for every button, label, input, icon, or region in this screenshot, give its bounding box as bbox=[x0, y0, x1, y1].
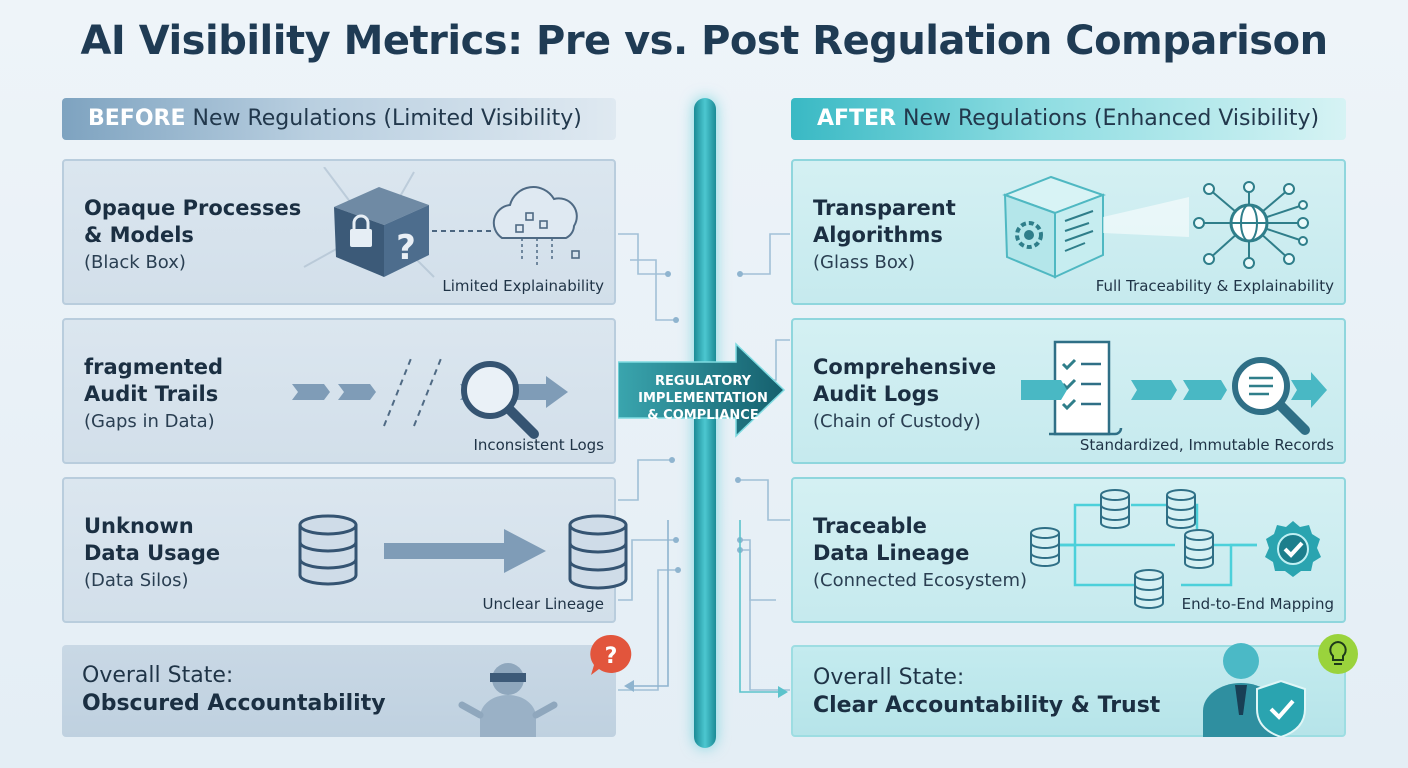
after-card-data-lineage: Traceable Data Lineage (Connected Ecosys… bbox=[791, 477, 1346, 623]
card-subtitle: (Gaps in Data) bbox=[84, 411, 215, 432]
card-title-line1: Comprehensive bbox=[813, 355, 997, 379]
card-title-line2: & Models bbox=[84, 223, 194, 247]
card-title-line1: Unknown bbox=[84, 514, 194, 538]
locked-question-cube-icon: ? bbox=[303, 167, 494, 278]
card-subtitle: (Black Box) bbox=[84, 252, 186, 273]
cloud-network-icon bbox=[492, 186, 580, 265]
card-title-line1: Traceable bbox=[813, 514, 927, 538]
card-title-line2: Audit Trails bbox=[84, 382, 219, 406]
card-subtitle: (Glass Box) bbox=[813, 252, 915, 273]
page-title: AI Visibility Metrics: Pre vs. Post Regu… bbox=[80, 18, 1328, 64]
database-icon bbox=[298, 514, 546, 586]
glass-cube-gear-icon bbox=[1002, 175, 1189, 279]
after-card-transparent-algorithms: Transparent Algorithms (Glass Box) Full … bbox=[791, 159, 1346, 305]
svg-text:?: ? bbox=[396, 228, 416, 268]
globe-network-icon bbox=[1193, 181, 1309, 269]
before-overall-state: Overall State: Obscured Accountability ? bbox=[62, 634, 632, 737]
blindfolded-person-icon bbox=[458, 663, 558, 737]
overall-value: Obscured Accountability bbox=[82, 691, 386, 716]
overall-label: Overall State: bbox=[813, 665, 965, 690]
verified-badge-icon bbox=[1265, 521, 1321, 577]
before-card-audit-trails: fragmented Audit Trails (Gaps in Data) I… bbox=[62, 318, 616, 464]
card-label: fragmented Audit Trails (Gaps in Data) bbox=[84, 354, 223, 435]
overall-label: Overall State: bbox=[82, 663, 234, 688]
card-subtitle: (Data Silos) bbox=[84, 570, 189, 591]
card-label: Traceable Data Lineage (Connected Ecosys… bbox=[813, 513, 1027, 594]
database-flow-icon bbox=[1030, 489, 1257, 609]
center-divider bbox=[694, 98, 716, 748]
regulatory-arrow bbox=[618, 342, 786, 438]
card-caption: Limited Explainability bbox=[442, 277, 604, 295]
question-bubble-icon: ? bbox=[590, 634, 632, 675]
before-header-strong: BEFORE bbox=[88, 106, 186, 131]
magnifier-icon bbox=[461, 361, 539, 439]
checklist-scroll-icon bbox=[1049, 340, 1123, 436]
arrow-line2: IMPLEMENTATION bbox=[638, 391, 768, 406]
database-icon bbox=[568, 514, 628, 590]
card-caption: Standardized, Immutable Records bbox=[1079, 436, 1334, 454]
arrow-line1: REGULATORY bbox=[654, 374, 752, 389]
before-header: BEFORE New Regulations (Limited Visibili… bbox=[62, 98, 616, 140]
after-overall-state: Overall State: Clear Accountability & Tr… bbox=[791, 634, 1358, 737]
before-card-data-usage: Unknown Data Usage (Data Silos) Unclear … bbox=[62, 477, 628, 623]
after-header-strong: AFTER bbox=[817, 106, 897, 131]
card-label: Unknown Data Usage (Data Silos) bbox=[84, 513, 220, 594]
card-title-line2: Data Usage bbox=[84, 541, 221, 565]
card-label: Opaque Processes & Models (Black Box) bbox=[84, 195, 301, 276]
after-header-text: New Regulations (Enhanced Visibility) bbox=[896, 106, 1320, 131]
card-title-line1: Transparent bbox=[813, 196, 956, 220]
card-title-line2: Audit Logs bbox=[813, 382, 940, 406]
before-card-opaque-processes: Opaque Processes & Models (Black Box) ? … bbox=[62, 159, 616, 305]
regulatory-arrow-label: REGULATORY IMPLEMENTATION & COMPLIANCE bbox=[628, 373, 778, 424]
card-title-line2: Data Lineage bbox=[813, 541, 970, 565]
card-label: Transparent Algorithms (Glass Box) bbox=[813, 195, 956, 276]
after-card-audit-logs: Comprehensive Audit Logs (Chain of Custo… bbox=[791, 318, 1346, 464]
magnifier-document-icon bbox=[1232, 357, 1310, 435]
lightbulb-icon bbox=[1318, 634, 1358, 674]
card-title-line1: Opaque Processes bbox=[84, 196, 302, 220]
card-caption: Inconsistent Logs bbox=[473, 436, 604, 454]
card-caption: Full Traceability & Explainability bbox=[1095, 277, 1334, 295]
card-subtitle: (Chain of Custody) bbox=[813, 411, 981, 432]
card-title-line1: fragmented bbox=[84, 355, 224, 379]
card-title-line2: Algorithms bbox=[813, 223, 943, 247]
card-caption: Unclear Lineage bbox=[482, 595, 604, 613]
overall-value: Clear Accountability & Trust bbox=[813, 693, 1161, 718]
arrow-line3: & COMPLIANCE bbox=[647, 408, 759, 423]
broken-arrow-chain-icon bbox=[292, 355, 568, 427]
return-arrows bbox=[624, 520, 788, 698]
before-header-text: New Regulations (Limited Visibility) bbox=[185, 106, 582, 131]
person-shield-icon bbox=[1203, 643, 1306, 737]
after-header: AFTER New Regulations (Enhanced Visibili… bbox=[791, 98, 1346, 140]
svg-text:?: ? bbox=[605, 644, 618, 669]
card-label: Comprehensive Audit Logs (Chain of Custo… bbox=[813, 354, 996, 435]
card-caption: End-to-End Mapping bbox=[1181, 595, 1334, 613]
card-subtitle: (Connected Ecosystem) bbox=[813, 570, 1028, 591]
chain-arrows-icon bbox=[1021, 372, 1327, 408]
